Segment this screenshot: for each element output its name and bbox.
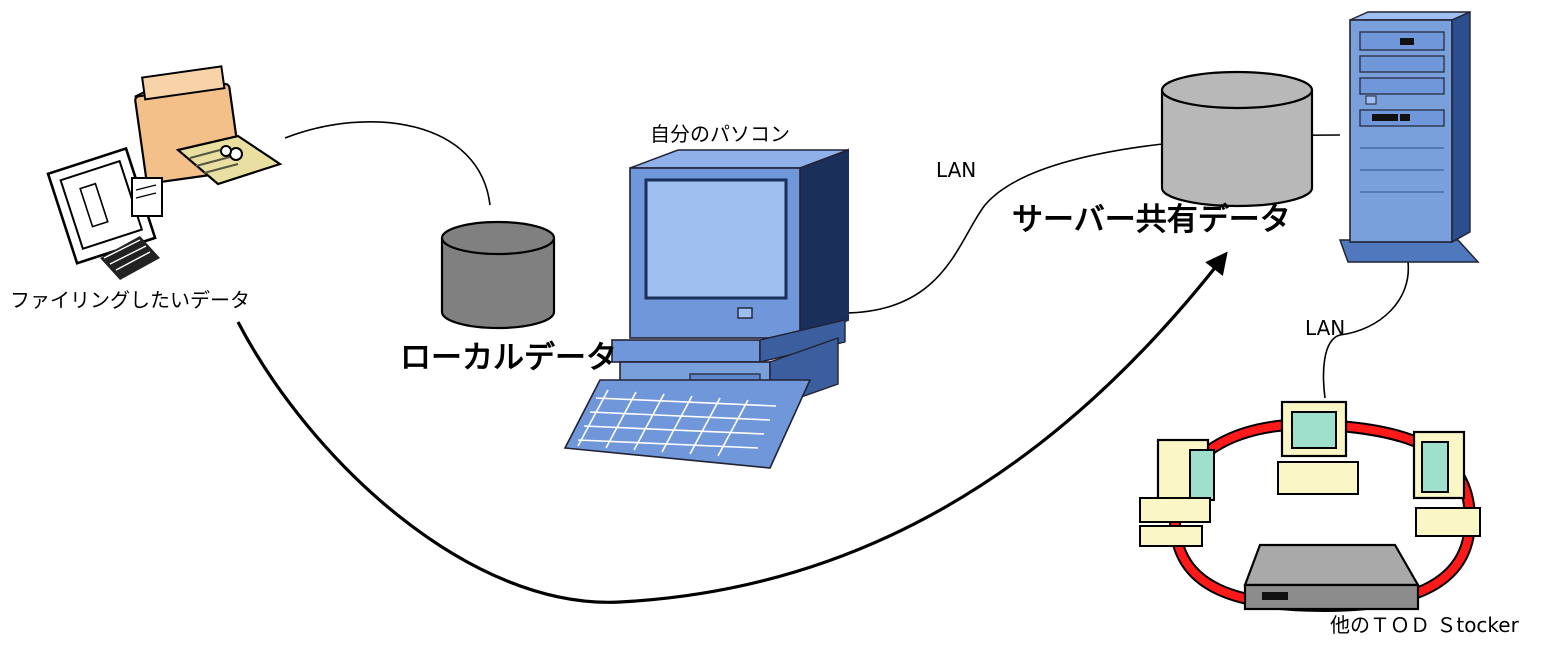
my-pc-icon	[563, 148, 849, 469]
filing-arrow	[236, 251, 1228, 604]
local-data-label: ローカルデータ	[400, 340, 617, 376]
file-to-local-connector	[284, 121, 491, 206]
lan-lower-label: LAN	[1305, 316, 1346, 340]
client-network-ring-icon	[1139, 400, 1481, 613]
lan-upper-label: LAN	[936, 158, 977, 182]
local-database-cylinder	[440, 220, 556, 330]
my-pc-label: 自分のパソコン	[650, 122, 790, 146]
filing-data-label: ファイリングしたいデータ	[10, 288, 250, 312]
server-tower-icon	[1338, 10, 1480, 263]
server-database-cylinder	[1160, 70, 1314, 208]
other-tod-stocker-label: 他のＴＯＤ Ｓtocker	[1330, 613, 1519, 637]
filing-data-clipart-icon	[46, 65, 283, 280]
server-to-clients-lan-connector	[1322, 261, 1410, 399]
server-shared-data-label: サーバー共有データ	[1012, 202, 1291, 238]
